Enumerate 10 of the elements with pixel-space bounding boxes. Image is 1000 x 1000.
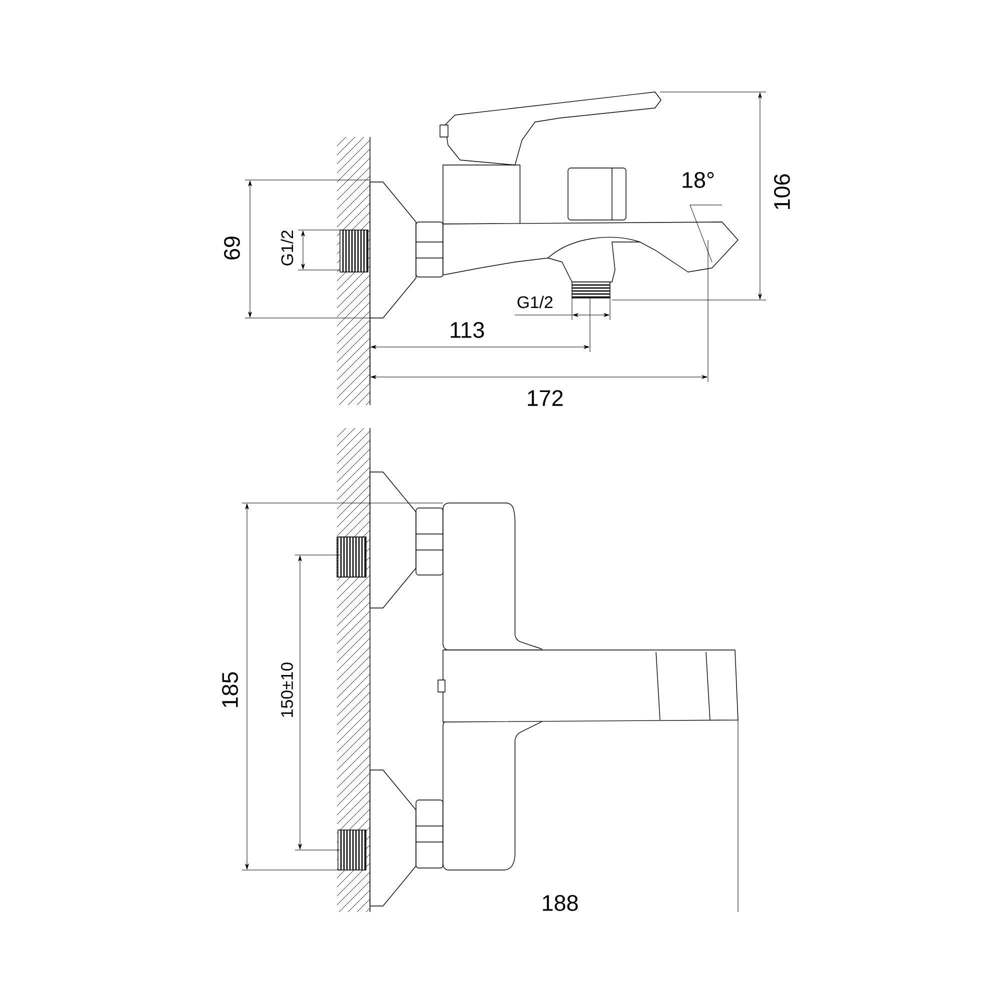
dimension-label: 69 — [222, 234, 242, 262]
dimension-label: 150±10 — [280, 660, 294, 720]
dimension-label: 188 — [540, 894, 580, 912]
dimension-label: 106 — [772, 172, 792, 212]
dimension-label: G1/2 — [515, 294, 555, 310]
dimension-label: G1/2 — [279, 228, 295, 268]
dimension-label: 172 — [524, 388, 566, 408]
dimension-label: 185 — [220, 670, 240, 710]
dimension-label: 113 — [448, 320, 486, 340]
dimension-label: 18° — [680, 170, 716, 190]
